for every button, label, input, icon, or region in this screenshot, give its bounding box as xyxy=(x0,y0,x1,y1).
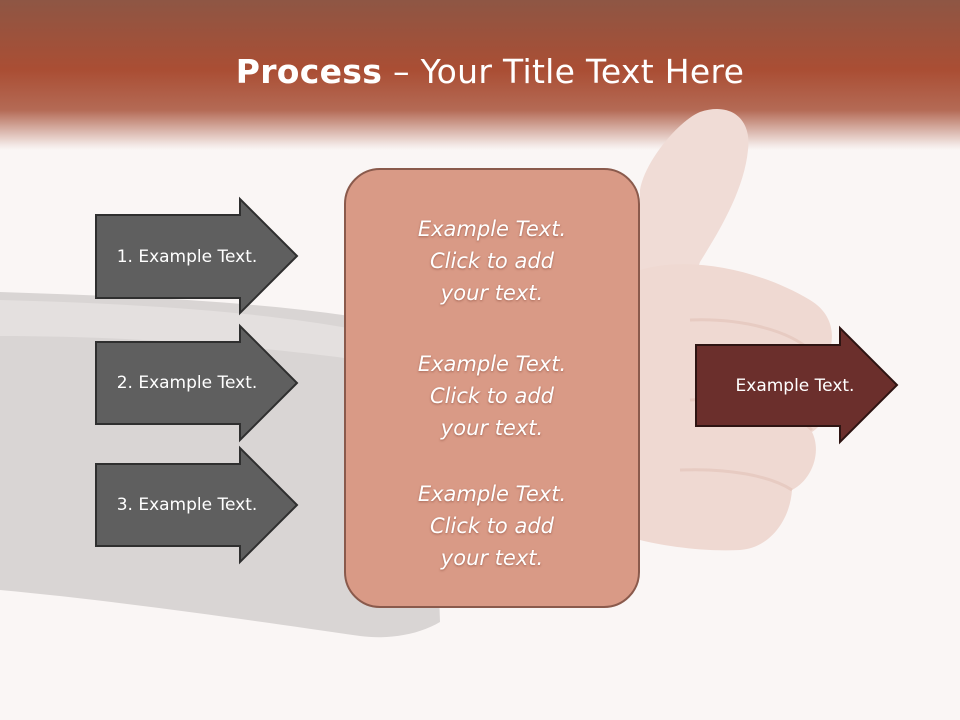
result-label: Example Text. xyxy=(735,375,855,396)
center-text-block-3: Example Text. Click to add your text. xyxy=(344,478,640,574)
result-arrow xyxy=(695,325,899,445)
center-text-block-2: Example Text. Click to add your text. xyxy=(344,348,640,444)
block-3-line-3: your text. xyxy=(440,546,544,570)
block-1-line-3: your text. xyxy=(440,281,544,305)
step-label-2: 2. Example Text. xyxy=(116,373,258,393)
block-2-line-1: Example Text. xyxy=(417,352,567,376)
block-2-line-3: your text. xyxy=(440,416,544,440)
step-label-3: 3. Example Text. xyxy=(116,495,258,515)
block-3-line-1: Example Text. xyxy=(417,482,567,506)
step-label-1: 1. Example Text. xyxy=(116,246,258,267)
title-separator: – xyxy=(382,52,421,91)
block-1-line-2: Click to add xyxy=(429,249,554,273)
slide-title: Process – Your Title Text Here xyxy=(0,52,960,91)
sleeve-shade xyxy=(0,300,360,360)
block-3-line-2: Click to add xyxy=(429,514,554,538)
block-1-line-1: Example Text. xyxy=(417,217,567,241)
block-2-line-2: Click to add xyxy=(429,384,554,408)
title-bold: Process xyxy=(235,52,383,91)
header-band xyxy=(0,0,960,150)
thumb-shape xyxy=(640,109,749,290)
step-arrow-1 xyxy=(95,196,299,316)
center-text-block-1: Example Text. Click to add your text. xyxy=(344,213,640,309)
step-arrow-3 xyxy=(95,445,299,565)
center-content-box xyxy=(344,168,640,608)
finger-line-3 xyxy=(679,468,793,492)
step-arrow-2 xyxy=(95,323,299,443)
title-rest: Your Title Text Here xyxy=(420,52,745,91)
